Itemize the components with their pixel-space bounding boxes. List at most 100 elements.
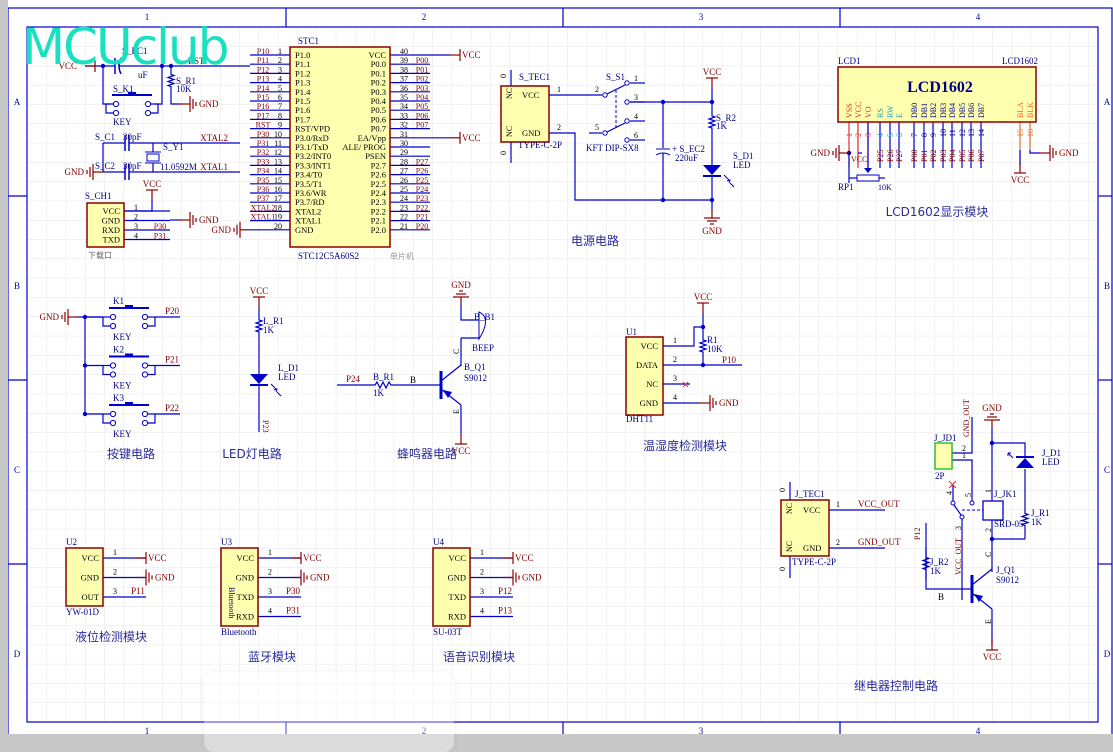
lcd-pin-name: E	[895, 113, 904, 118]
wire	[953, 504, 962, 516]
column-label: 3	[699, 726, 704, 734]
level-pin-num: 1	[113, 548, 117, 557]
power-conn-pin-name: GND	[522, 128, 540, 138]
mcu-pin-number: 9	[278, 121, 282, 130]
power-nc: NC	[505, 126, 514, 137]
buzzer-vcc	[455, 434, 467, 445]
power-gnd	[704, 210, 720, 225]
mcu-pin-name: P2.7	[371, 160, 386, 170]
download-pin-name: TXD	[103, 235, 120, 245]
voice-pin-name: RXD	[448, 612, 466, 622]
relay-part: SRD-05	[994, 519, 1024, 529]
relay-nc: NC	[785, 503, 794, 514]
bluetooth-net: P31	[286, 606, 300, 616]
lcd-pot-body	[856, 174, 880, 182]
relay-pin: 3	[954, 526, 963, 530]
power-nc: NC	[505, 88, 514, 99]
dht-nc-mark	[682, 381, 689, 388]
relay-pin: 1	[984, 489, 993, 493]
bluetooth-designator: U3	[221, 537, 232, 547]
power-conn-pin-name: VCC	[522, 90, 540, 100]
switch-pin-num: 2	[595, 85, 599, 94]
junction	[660, 197, 666, 203]
mcu-pin-name: P2.5	[371, 179, 386, 189]
led-vcc	[253, 296, 265, 307]
relay-transistor	[970, 568, 993, 610]
lcd-pin-name: VCC	[854, 102, 863, 118]
download-vcc	[146, 189, 158, 200]
components	[65, 46, 1037, 627]
relay-conn-pin-num: 2	[836, 538, 840, 547]
voice-designator: U4	[433, 537, 444, 547]
relay-conn-pin-num: 1	[836, 500, 840, 509]
relay-terminal-part: 2P	[935, 471, 945, 481]
lcd-pin-name: RS	[876, 108, 885, 118]
lcd-pin-name: DB6	[967, 103, 976, 118]
crystal-c2: S_C2	[95, 161, 115, 171]
reset-vcc	[85, 60, 96, 72]
buzzer-gnd	[453, 290, 469, 305]
relay-led	[1007, 452, 1034, 468]
lcd-pin-num: 12	[958, 129, 967, 137]
lcd-body	[837, 66, 1037, 123]
gnd-label: GND	[40, 312, 60, 322]
mcu-pin-name: P2.4	[371, 188, 387, 198]
lcd-net: P25	[876, 150, 885, 162]
dht-resistor	[698, 327, 708, 365]
power-cap-designator: + S_EC2	[672, 144, 705, 154]
mcu-net-label: P07	[416, 121, 428, 130]
relay-title: 继电器控制电路	[854, 678, 938, 693]
mcu-net-label: P06	[416, 111, 428, 120]
power-connector-designator: S_TEC1	[519, 72, 550, 82]
mcu-net-label: P17	[257, 111, 269, 120]
voice-pin-num: 2	[480, 568, 484, 577]
mcu-pin-number: 28	[400, 157, 408, 166]
lcd-pin-name: DB5	[958, 103, 967, 118]
crystal-net2: XTAL1	[200, 162, 228, 172]
lcd-pin-num: 10	[939, 129, 948, 137]
lcd-pin-name: DB7	[977, 103, 986, 118]
row-label: A	[14, 97, 21, 107]
level-pin-name: GND	[81, 573, 99, 583]
switch-pin-num: 4	[634, 112, 638, 121]
column-label: 1	[145, 726, 150, 734]
vcc-label: VCC	[452, 446, 471, 456]
download-pin-number: 3	[134, 222, 138, 231]
lcd-pin-name: DB2	[929, 103, 938, 118]
key-contact	[109, 362, 117, 369]
key-designator: K1	[113, 296, 124, 306]
key-net: P22	[165, 403, 179, 413]
download-pin-number: 2	[134, 213, 138, 222]
lcd-pin-num: 1	[845, 133, 854, 137]
reset-cap-value: uF	[138, 70, 148, 80]
lcd-net: P06	[967, 150, 976, 162]
crystal-c2-value: 30pF	[123, 161, 142, 171]
mcu-net-label: P32	[257, 148, 269, 157]
dht-vcc	[697, 302, 709, 313]
mcu-pin-number: 11	[274, 139, 282, 148]
keys-gnd	[61, 309, 78, 325]
mcu-net-label: P23	[416, 194, 428, 203]
dht-designator: U1	[626, 327, 637, 337]
column-label: 3	[699, 12, 704, 22]
mcu-pin-number: 26	[400, 176, 408, 185]
relay-coil	[982, 500, 1004, 521]
key-designator: K3	[113, 393, 124, 403]
mcu-pin-number: 32	[400, 121, 408, 130]
mcu-pin-number: 33	[400, 111, 408, 120]
mcu-net-label: P15	[257, 93, 269, 102]
mcu-pin-number: 35	[400, 93, 408, 102]
gnd-label: GND	[702, 226, 722, 236]
lcd-body-label: LCD1602	[907, 79, 973, 96]
vcc-label: VCC	[1011, 175, 1030, 185]
switch-contact	[624, 80, 630, 86]
relay-e: E	[984, 619, 993, 624]
power-conn-pin-num: 1	[557, 85, 561, 94]
power-switch-part: KFT DIP-SX8	[586, 143, 639, 153]
switch-pin-num: 5	[595, 123, 599, 132]
key-contact	[141, 362, 149, 369]
mcu-pin-name: P1.3	[295, 78, 310, 88]
led-diode	[250, 374, 282, 397]
reset-resistor-designator: S_R1	[176, 76, 196, 86]
